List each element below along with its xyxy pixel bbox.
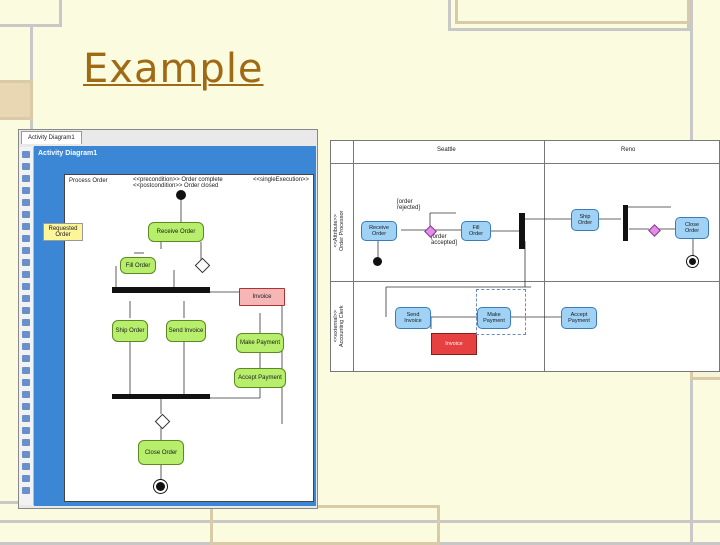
- node-send-invoice[interactable]: Send Invoice: [166, 320, 206, 342]
- node-accept-payment[interactable]: Accept Payment: [561, 307, 597, 329]
- palette-toolbar[interactable]: [19, 147, 34, 505]
- node-close-order[interactable]: Close Order: [675, 217, 709, 239]
- initial-node[interactable]: [176, 190, 186, 200]
- frame-top-left: [0, 0, 62, 27]
- lane-header-line: [331, 163, 719, 164]
- node-fill-order[interactable]: Fill Order: [120, 257, 156, 274]
- join-bar[interactable]: [623, 205, 628, 241]
- slide-title: Example: [83, 46, 264, 92]
- partition-name: Process Order: [69, 178, 108, 184]
- tab-label: Activity Diagram1: [28, 135, 75, 141]
- lane-divider: [544, 141, 545, 371]
- frame-top-right-tan: [455, 0, 690, 24]
- lane-reno: Reno: [621, 147, 636, 153]
- node-close-order[interactable]: Close Order: [138, 440, 184, 465]
- node-invoice[interactable]: Invoice: [239, 288, 285, 306]
- final-node[interactable]: [156, 482, 165, 491]
- note-requested-order[interactable]: Requested Order: [43, 223, 83, 241]
- node-fill-order[interactable]: Fill Order: [461, 221, 491, 241]
- node-make-payment[interactable]: Make Payment: [477, 307, 511, 329]
- resize-handles[interactable]: [476, 289, 526, 335]
- guard-order-rejected: [order rejected]: [397, 199, 421, 211]
- frame-bottom-tan: [210, 505, 440, 545]
- stereotype-single-exec: <<singleExecution>>: [253, 177, 310, 183]
- node-ship-order[interactable]: Ship Order: [571, 209, 599, 231]
- stereotype-pre-post: <<precondition>> Order complete <<postco…: [133, 177, 223, 189]
- diagram-canvas[interactable]: Activity Diagram1 Process Order <<precon…: [34, 146, 316, 506]
- right-flow-lines: [377, 206, 694, 329]
- final-node[interactable]: [689, 258, 696, 265]
- fork-bar[interactable]: [519, 213, 525, 249]
- node-ship-order[interactable]: Ship Order: [112, 320, 148, 342]
- initial-node[interactable]: [373, 257, 382, 266]
- node-receive-order[interactable]: Receive Order: [148, 222, 204, 242]
- lane-seattle: Seattle: [437, 147, 456, 153]
- node-invoice[interactable]: Invoice: [431, 333, 477, 355]
- activity-diagram-screenshot: Activity Diagram1 Activity Diagram1 Proc…: [18, 129, 318, 509]
- frame-left-tan: [0, 80, 33, 120]
- diagram-title: Activity Diagram1: [38, 150, 98, 157]
- node-receive-order[interactable]: Receive Order: [361, 221, 397, 241]
- join-bar[interactable]: [112, 394, 210, 399]
- diagram-tab[interactable]: Activity Diagram1: [21, 131, 82, 144]
- guard-order-accepted: [order accepted]: [431, 234, 458, 246]
- node-make-payment[interactable]: Make Payment: [236, 333, 284, 353]
- node-send-invoice[interactable]: Send Invoice: [395, 307, 431, 329]
- node-accept-payment[interactable]: Accept Payment: [234, 368, 286, 388]
- fork-bar[interactable]: [112, 287, 210, 293]
- swimlane-diagram-screenshot: Seattle Reno <<Attribute>> Order Process…: [330, 140, 720, 372]
- row-header-line: [353, 141, 354, 371]
